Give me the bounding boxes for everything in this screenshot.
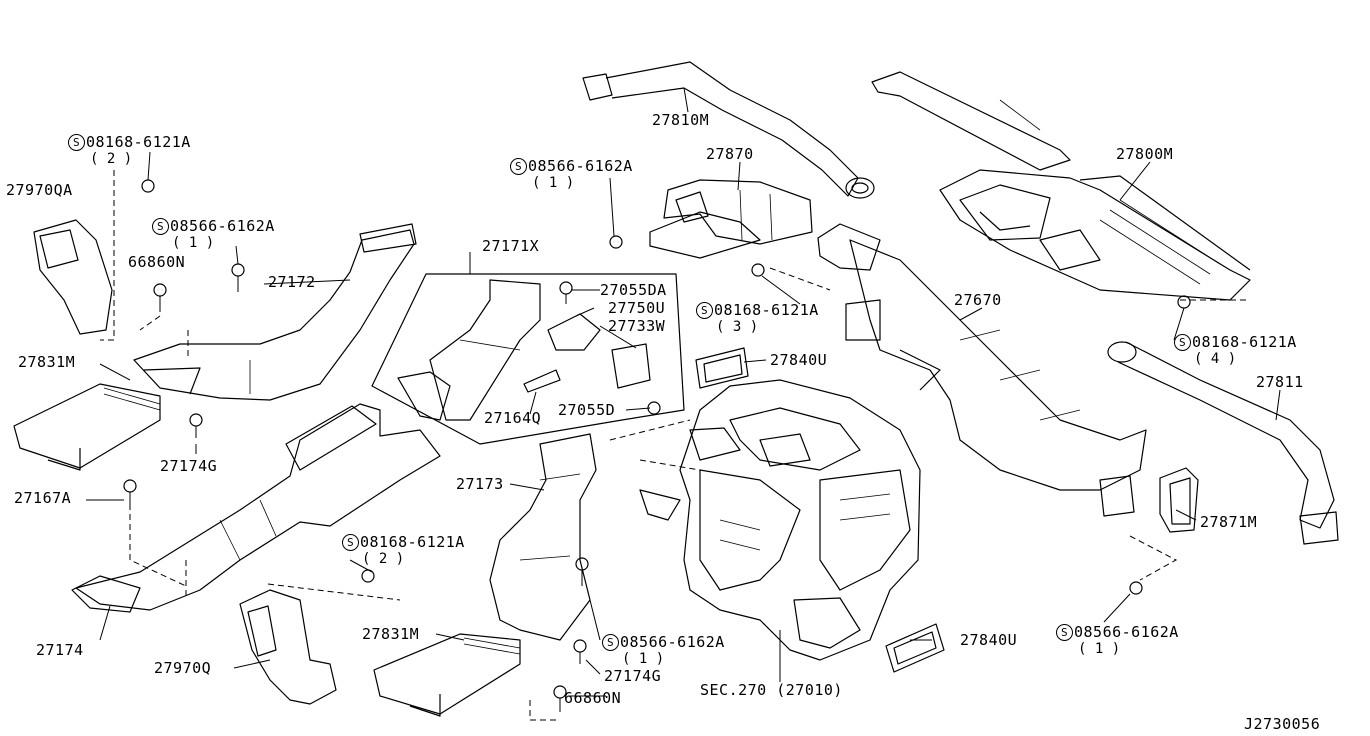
callout-27167a: 27167A: [14, 489, 72, 507]
screw-symbol-icon: S: [152, 218, 169, 235]
callout-27831m-b: 27831M: [362, 625, 420, 643]
screw-qty-5: ( 4 ): [1194, 351, 1237, 367]
screw-symbol-icon: S: [602, 634, 619, 651]
callout-27970qa: 27970QA: [6, 181, 73, 199]
callout-27055da: 27055DA: [600, 281, 667, 299]
screw-symbol-icon: S: [342, 534, 359, 551]
callout-27670: 27670: [954, 291, 1002, 309]
screw-symbol-icon: S: [1056, 624, 1073, 641]
screw-qty-6: ( 2 ): [362, 551, 405, 567]
duct-27811: [1107, 341, 1339, 545]
callout-27871m: 27871M: [1200, 513, 1258, 531]
bracket-27871m: [1159, 467, 1199, 533]
duct-27173: [489, 433, 597, 641]
screw-qty-8: ( 1 ): [1078, 641, 1121, 657]
screw-qty-4: ( 3 ): [716, 319, 759, 335]
leader-lines: [86, 87, 1281, 697]
diagram-reference-id: J2730056: [1244, 715, 1321, 733]
screw-symbol-icon: S: [68, 134, 85, 151]
callout-27733w: 27733W: [608, 317, 666, 335]
duct-27670: [817, 223, 1147, 517]
callout-27840u-a: 27840U: [770, 351, 828, 369]
frame-27800m: [871, 71, 1251, 301]
callout-27970q: 27970Q: [154, 659, 212, 677]
screw-qty-3: ( 1 ): [532, 175, 575, 191]
callout-27174: 27174: [36, 641, 84, 659]
pad-27840u-b: [885, 623, 945, 673]
screw-symbol-icon: S: [696, 302, 713, 319]
callout-27172: 27172: [268, 273, 316, 291]
callout-27750u: 27750U: [608, 299, 666, 317]
duct-27174: [71, 403, 441, 613]
duct-27970qa: [33, 219, 113, 335]
callout-27174g-b: 27174G: [604, 667, 662, 685]
screw-qty-1: ( 2 ): [90, 151, 133, 167]
callout-27811: 27811: [1256, 373, 1304, 391]
screw-symbol-icon: S: [1174, 334, 1191, 351]
duct-27870: [649, 179, 813, 259]
callout-27831m-a: 27831M: [18, 353, 76, 371]
duct-27970q: [239, 589, 337, 705]
heater-unit-sec270: [639, 379, 921, 661]
callout-27171x: 27171X: [482, 237, 540, 255]
callout-27810m: 27810M: [652, 111, 710, 129]
alignment-lines: [100, 170, 1250, 721]
callout-sec270: SEC.270 (27010): [700, 681, 843, 699]
screw-symbol-icon: S: [510, 158, 527, 175]
callout-66860n-b: 66860N: [564, 689, 622, 707]
callout-27173: 27173: [456, 475, 504, 493]
fasteners: [123, 179, 1191, 712]
actuator-box-27171x: [371, 273, 685, 445]
callout-66860n-a: 66860N: [128, 253, 186, 271]
vent-27831m-a: [13, 383, 161, 471]
callout-27055d: 27055D: [558, 401, 616, 419]
pad-27840u-a: [695, 347, 749, 389]
callout-27164q: 27164Q: [484, 409, 542, 427]
callout-27870: 27870: [706, 145, 754, 163]
vent-27831m-b: [373, 633, 521, 717]
screw-qty-2: ( 1 ): [172, 235, 215, 251]
callout-27800m: 27800M: [1116, 145, 1174, 163]
screw-qty-7: ( 1 ): [622, 651, 665, 667]
duct-27172: [133, 223, 417, 401]
callout-27174g-a: 27174G: [160, 457, 218, 475]
callout-27840u-b: 27840U: [960, 631, 1018, 649]
duct-27810m: [582, 61, 875, 199]
